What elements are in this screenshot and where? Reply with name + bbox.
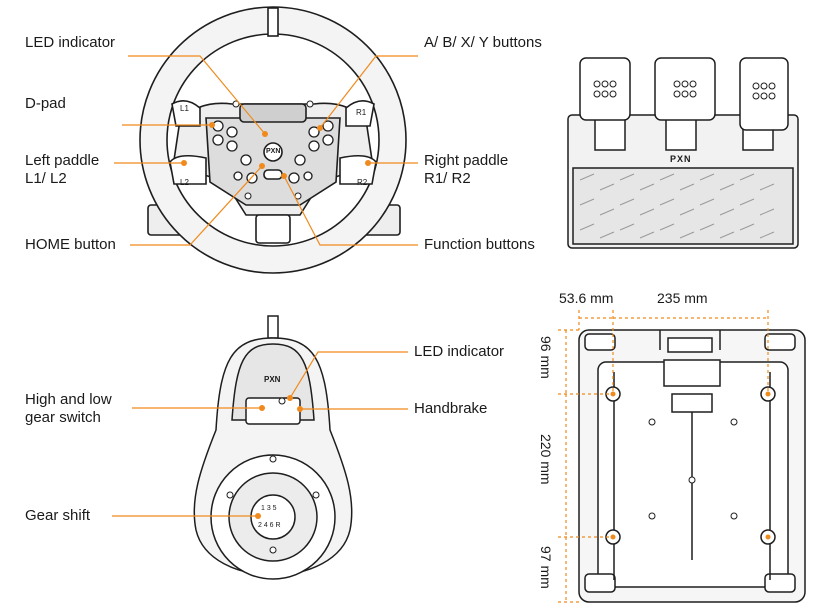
clutch-pedal [579, 57, 631, 121]
footrest-pattern [579, 173, 775, 239]
pedal-footrest [572, 167, 794, 245]
hub-screws [232, 100, 314, 200]
abxy-cluster [288, 120, 334, 184]
function-button-shape [263, 169, 283, 180]
dim-top-offset: 96 mm [538, 336, 554, 379]
gear-knob [250, 494, 296, 540]
wheel-bottom-spoke [255, 214, 291, 244]
shifter-control-panel [245, 397, 301, 425]
label-left-paddle-keys: L1/ L2 [25, 170, 67, 187]
pedal-logo: PXN [670, 154, 692, 164]
brake-pedal [654, 57, 716, 121]
label-led-indicator-wheel: LED indicator [25, 34, 116, 51]
label-gear-switch: High and low [25, 391, 112, 408]
dim-bottom-offset: 97 mm [538, 546, 554, 589]
wheel-leaders [114, 55, 418, 246]
paddle-r1 [345, 100, 375, 127]
pedal-set [567, 57, 799, 249]
mark-r2: R2 [357, 178, 368, 187]
label-handbrake: Handbrake [414, 400, 488, 417]
shifter-logo: PXN [264, 375, 281, 384]
label-function-buttons: Function buttons [424, 236, 535, 253]
steering-wheel [139, 6, 407, 274]
knob-top-gears: 1 3 5 [261, 505, 277, 512]
label-right-paddle-keys: R1/ R2 [424, 170, 471, 187]
pedal-base-bottom [578, 329, 806, 603]
dpad-cluster [212, 120, 258, 184]
mark-r1: R1 [356, 108, 367, 117]
dimension-lines [558, 310, 769, 603]
label-dpad: D-pad [25, 95, 66, 112]
shifter-leader-dots [255, 395, 303, 519]
mark-l2: L2 [180, 178, 189, 187]
shifter-cable [267, 315, 279, 339]
knob-bottom-gears: 2 4 6 R [258, 522, 281, 529]
mark-l1: L1 [180, 104, 189, 113]
shifter-leaders [112, 351, 408, 517]
home-button-shape [263, 142, 283, 162]
wheel-leader-dots [181, 122, 371, 179]
wheel-led-bar [239, 103, 307, 123]
wheel-top-marker [267, 7, 279, 37]
dim-height: 220 mm [538, 434, 554, 485]
wheel-logo: PXN [266, 148, 281, 155]
dim-left-offset: 53.6 mm [559, 290, 614, 306]
label-gear-shift: Gear shift [25, 507, 91, 524]
dim-width: 235 mm [657, 290, 708, 306]
label-left-paddle: Left paddle [25, 152, 100, 169]
label-led-indicator-shifter: LED indicator [414, 343, 505, 360]
label-gear-switch-2: gear switch [25, 409, 101, 426]
paddle-l1 [171, 100, 201, 127]
shifter-unit [193, 315, 353, 580]
label-right-paddle: Right paddle [424, 152, 509, 169]
label-abxy-buttons: A/ B/ X/ Y buttons [424, 34, 542, 51]
label-home-button: HOME button [25, 236, 116, 253]
